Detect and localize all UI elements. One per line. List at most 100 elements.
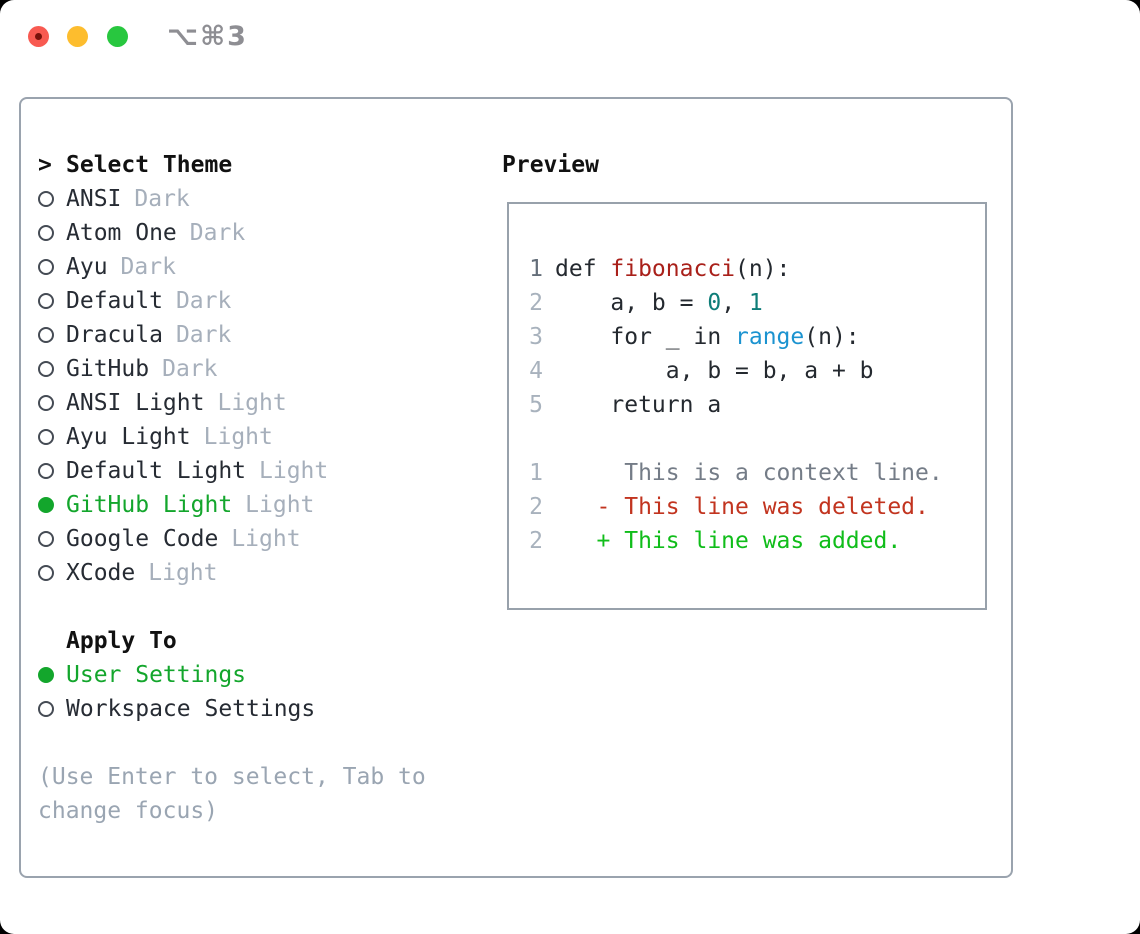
radio-icon [38, 395, 54, 411]
theme-option-label: Google Code [66, 526, 219, 552]
theme-variant-tag: Light [231, 526, 301, 552]
radio-icon [38, 327, 54, 343]
cursor-prefix: > [38, 152, 52, 178]
radio-icon [38, 463, 54, 479]
theme-option[interactable]: GitHub Dark [38, 352, 490, 386]
line-number: 5 [529, 392, 543, 418]
window-title: ⌥⌘3 [167, 21, 248, 52]
theme-option[interactable]: Ayu Dark [38, 250, 490, 284]
radio-icon [38, 667, 54, 683]
apply-to-option-label: User Settings [66, 662, 247, 688]
theme-option[interactable]: Google Code Light [38, 522, 490, 556]
code-token: return a [555, 392, 722, 418]
apply-to-option-label: Workspace Settings [66, 696, 316, 722]
theme-variant-tag: Light [245, 492, 315, 518]
close-button[interactable] [28, 26, 49, 47]
theme-option[interactable]: Default Dark [38, 284, 490, 318]
code-line: 4 a, b = b, a + b [529, 354, 985, 388]
code-token: fibonacci [610, 256, 736, 282]
radio-icon [38, 701, 54, 717]
theme-variant-tag: Light [148, 560, 218, 586]
theme-variant-tag: Dark [175, 288, 232, 314]
radio-icon [38, 361, 54, 377]
radio-icon [38, 531, 54, 547]
code-line [529, 422, 985, 456]
theme-option[interactable]: XCode Light [38, 556, 490, 590]
code-token: 1 [748, 290, 763, 316]
select-theme-title: Select Theme [66, 152, 233, 178]
code-token: This is a context line. [555, 460, 943, 486]
code-token: a, b = [555, 290, 708, 316]
theme-variant-tag: Dark [175, 322, 232, 348]
hint-line: (Use Enter to select, Tab to [38, 764, 426, 790]
theme-option-label: GitHub [66, 356, 150, 382]
radio-icon [38, 429, 54, 445]
line-number: 1 [529, 460, 543, 486]
line-number: 2 [529, 494, 543, 520]
minimize-button[interactable] [67, 26, 88, 47]
apply-to-title: Apply To [66, 628, 177, 654]
code-line: 3 for _ in range(n): [529, 320, 985, 354]
radio-icon [38, 225, 54, 241]
code-line: 2 + This line was added. [529, 524, 985, 558]
code-token: (n): [735, 256, 791, 282]
theme-option-label: XCode [66, 560, 136, 586]
theme-option-label: Ayu [66, 254, 108, 280]
theme-variant-tag: Light [259, 458, 329, 484]
theme-variant-tag: Dark [189, 220, 246, 246]
line-number: 3 [529, 324, 543, 350]
spacer [38, 590, 490, 624]
theme-option[interactable]: Atom One Dark [38, 216, 490, 250]
preview-title: Preview [502, 152, 599, 178]
radio-icon [38, 497, 54, 513]
line-number: 4 [529, 358, 543, 384]
theme-option[interactable]: Default Light Light [38, 454, 490, 488]
code-token: (n): [804, 324, 860, 350]
titlebar: ⌥⌘3 [0, 0, 1140, 75]
theme-option-label: Atom One [66, 220, 177, 246]
code-line: 2 - This line was deleted. [529, 490, 985, 524]
radio-icon [38, 293, 54, 309]
line-number: 2 [529, 528, 543, 554]
radio-icon [38, 259, 54, 275]
spacer [38, 726, 490, 760]
theme-option[interactable]: GitHub Light Light [38, 488, 490, 522]
code-token: a, b = b, a + b [555, 358, 874, 384]
theme-variant-tag: Dark [134, 186, 190, 212]
zoom-button[interactable] [107, 26, 128, 47]
theme-variant-tag: Dark [162, 356, 218, 382]
hint-text: (Use Enter to select, Tab to change focus… [38, 760, 490, 828]
code-line: 2 a, b = 0, 1 [529, 286, 985, 320]
line-number: 1 [529, 256, 543, 282]
code-token: for _ in [555, 324, 736, 350]
apply-to-header: Apply To [38, 624, 490, 658]
code-token: 0 [707, 290, 722, 316]
code-token: , [721, 290, 749, 316]
code-token: + This line was added. [555, 528, 902, 554]
hint-line: change focus) [38, 798, 219, 824]
code-line: 5 return a [529, 388, 985, 422]
code-line: 1 This is a context line. [529, 456, 985, 490]
theme-variant-tag: Light [203, 424, 273, 450]
apply-to-option[interactable]: User Settings [38, 658, 490, 692]
theme-option[interactable]: Ayu Light Light [38, 420, 490, 454]
theme-option-label: ANSI Light [66, 390, 205, 416]
code-token: range [735, 324, 805, 350]
theme-option-label: Default Light [66, 458, 247, 484]
theme-option-label: GitHub Light [66, 492, 233, 518]
apply-to-option[interactable]: Workspace Settings [38, 692, 490, 726]
theme-option[interactable]: ANSI Light Light [38, 386, 490, 420]
theme-option-label: Default [66, 288, 163, 314]
theme-option-label: Ayu Light [66, 424, 191, 450]
theme-variant-tag: Light [217, 390, 287, 416]
theme-variant-tag: Dark [120, 254, 176, 280]
